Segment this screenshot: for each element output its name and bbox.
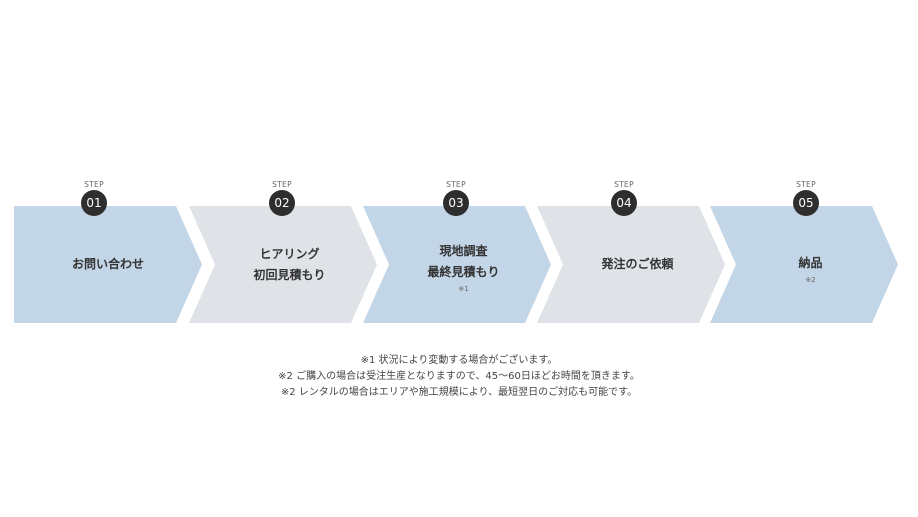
step-04: 発注のご依頼: [537, 206, 725, 323]
step-label: STEP: [614, 180, 634, 189]
step-05: 納品 ※2: [710, 206, 898, 323]
step-badge-02: STEP 02: [267, 180, 297, 216]
step-title-line: お問い合わせ: [71, 257, 144, 271]
step-title-line: 最終見積もり: [427, 265, 500, 279]
step-label: STEP: [446, 180, 466, 189]
step-label: STEP: [272, 180, 292, 189]
step-content: ヒアリング 初回見積もり: [202, 206, 377, 323]
step-label: STEP: [84, 180, 104, 189]
step-footnote-mark: ※1: [458, 285, 469, 293]
step-badge-03: STEP 03: [441, 180, 471, 216]
step-01: お問い合わせ: [14, 206, 202, 323]
step-03: 現地調査 最終見積もり ※1: [363, 206, 551, 323]
arrow-shape: [189, 206, 377, 323]
arrow-shape: [537, 206, 725, 323]
step-badge-04: STEP 04: [609, 180, 639, 216]
footnotes: ※1 状況により変動する場合がございます。 ※2 ご購入の場合は受注生産となりま…: [0, 353, 918, 401]
step-content: お問い合わせ: [14, 206, 202, 323]
step-number: 01: [81, 190, 107, 216]
step-title-line: 発注のご依頼: [601, 257, 674, 271]
step-title-line: 現地調査: [439, 244, 488, 258]
arrow-shape: [363, 206, 551, 323]
step-badge-01: STEP 01: [79, 180, 109, 216]
step-content: 納品 ※2: [723, 206, 898, 323]
step-label: STEP: [796, 180, 816, 189]
step-02: ヒアリング 初回見積もり: [189, 206, 377, 323]
step-content: 発注のご依頼: [550, 206, 725, 323]
step-title-line: ヒアリング: [259, 246, 320, 261]
step-number: 02: [269, 190, 295, 216]
step-flow: お問い合わせ ヒアリング 初回見積もり 現地調査 最終見積もり ※1 発注のご依…: [14, 180, 898, 323]
arrow-shape: [14, 206, 202, 323]
step-title-line: 初回見積もり: [253, 267, 326, 282]
step-content: 現地調査 最終見積もり ※1: [376, 206, 551, 323]
step-number: 05: [793, 190, 819, 216]
footnote-1: ※1 状況により変動する場合がございます。: [360, 355, 558, 366]
step-footnote-mark: ※2: [805, 275, 816, 284]
step-number: 03: [443, 190, 469, 216]
step-badge-05: STEP 05: [791, 180, 821, 216]
footnote-3: ※2 レンタルの場合はエリアや施工規模により、最短翌日のご対応も可能です。: [280, 387, 638, 398]
step-title-line: 納品: [798, 255, 823, 270]
step-number: 04: [611, 190, 637, 216]
footnote-2: ※2 ご購入の場合は受注生産となりますので、45〜60日ほどお時間を頂きます。: [278, 371, 640, 382]
arrow-shape: [710, 206, 898, 323]
